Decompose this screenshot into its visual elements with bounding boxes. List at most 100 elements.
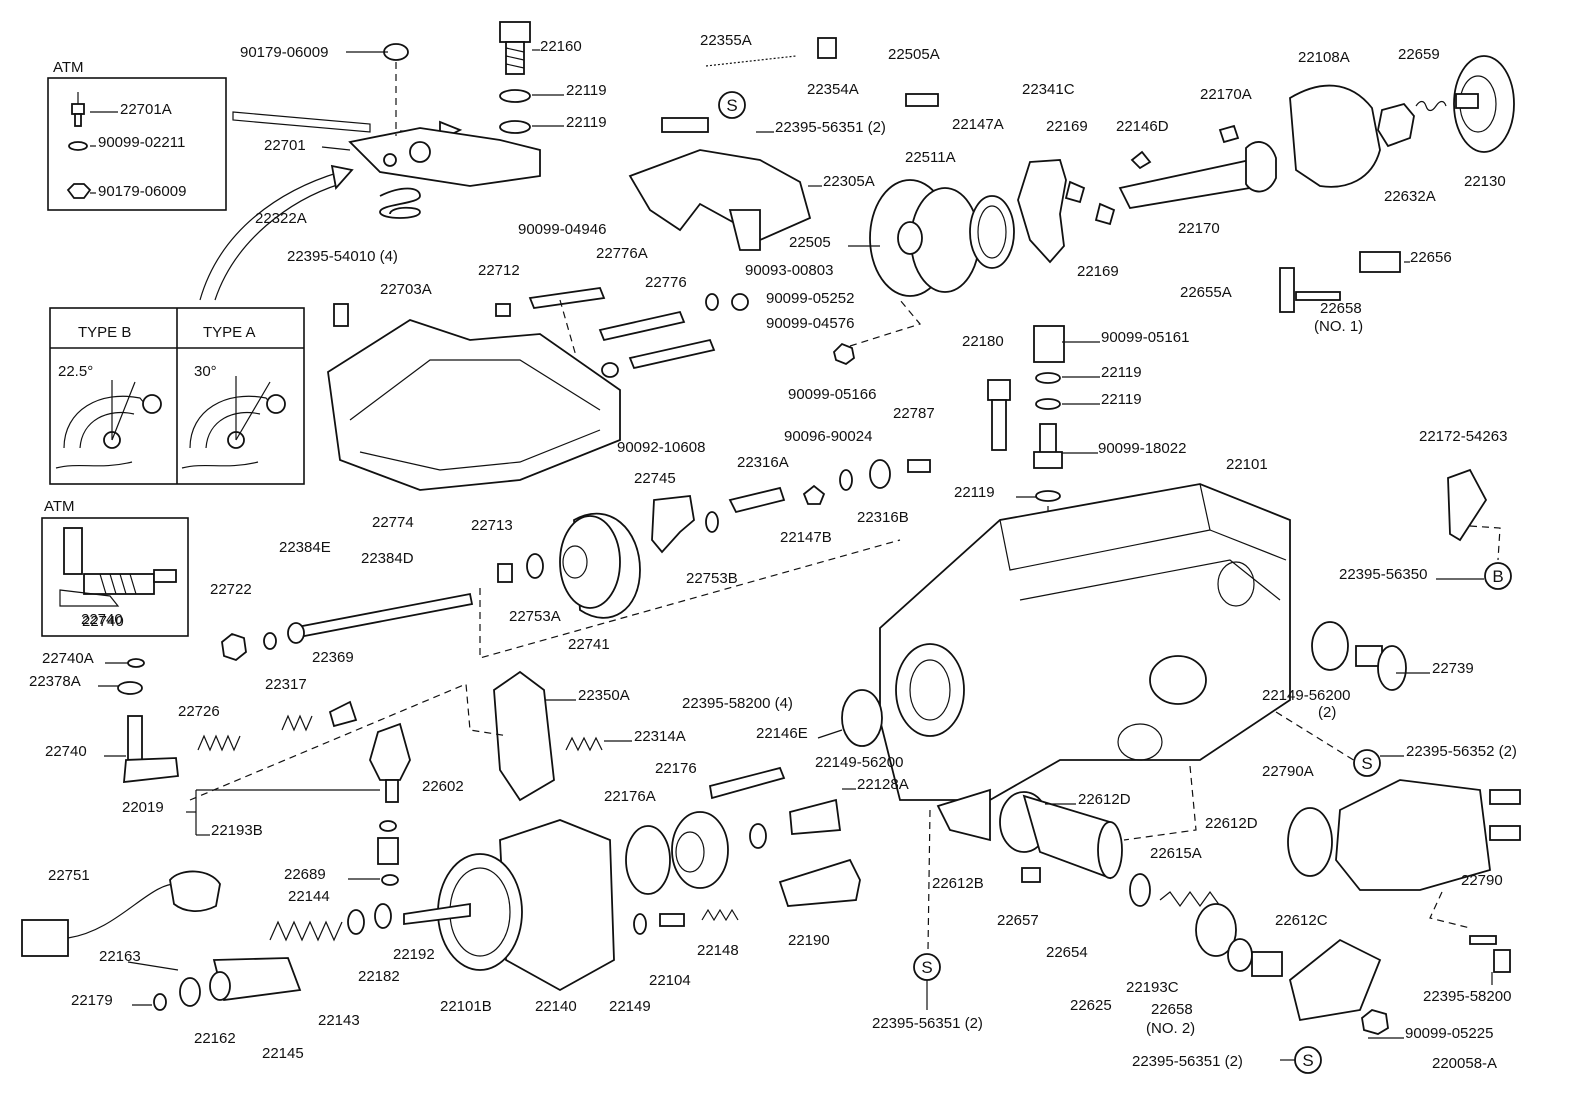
part-label-p26: 90099-04946: [518, 221, 606, 238]
part-label-p115: 22143: [318, 1012, 360, 1029]
part-label-p78: 22146E: [756, 725, 808, 742]
part-label-p62: 22395-56350: [1339, 566, 1427, 583]
connector-22751-icon: [21, 919, 69, 957]
part-label-p70: 22378A: [29, 673, 81, 690]
reference-marker-b-icon: B: [1484, 562, 1512, 590]
reference-marker-letter: S: [1361, 754, 1372, 773]
part-label-p60: 22384D: [361, 550, 414, 567]
sensor-22701a-icon: [71, 92, 118, 127]
part-label-p72: 22149-56200: [1262, 687, 1350, 704]
part-label-p73: (2): [1318, 704, 1336, 721]
part-label-p32: 90093-00803: [745, 262, 833, 279]
part-label-p116: 22395-56351 (2): [872, 1015, 983, 1032]
part-label-p30: 22656: [1410, 249, 1452, 266]
reference-marker-letter: S: [1302, 1051, 1313, 1070]
part-label-p21: 22305A: [823, 173, 875, 190]
part-label-p64: 22753A: [509, 608, 561, 625]
part-label-p11: 22119: [566, 114, 607, 131]
part-label-p74: 22350A: [578, 687, 630, 704]
atm-inset-top-title: ATM: [53, 59, 84, 76]
pump-parts-drawing: [21, 21, 1521, 1035]
part-label-p5: 22108A: [1298, 49, 1350, 66]
washer-icon: [68, 141, 96, 151]
part-label-p118: 22162: [194, 1030, 236, 1047]
atm-inset-left: ATM 22740: [41, 498, 189, 637]
head-22140-icon: [499, 819, 615, 992]
part-label-p81: 22176: [655, 760, 697, 777]
part-label-p17: 22169: [1046, 118, 1088, 135]
part-label-p102: 22190: [788, 932, 830, 949]
part-label-p66: 22741: [568, 636, 610, 653]
part-label-p2: 22160: [540, 38, 582, 55]
part-label-p57: 22713: [471, 517, 513, 534]
part-label-p1: 90179-06009: [240, 44, 328, 61]
part-label-p119: 22145: [262, 1045, 304, 1062]
part-label-p4: 22505A: [888, 46, 940, 63]
part-label-p100: 22148: [697, 942, 739, 959]
part-label-p56: 22774: [372, 514, 414, 531]
part-label-p77: 22314A: [634, 728, 686, 745]
part-label-p45: 90099-05166: [788, 386, 876, 403]
part-label-p94: 22612B: [932, 875, 984, 892]
part-label-p98: 22657: [997, 912, 1039, 929]
part-label-p44: 22119: [1101, 391, 1142, 408]
part-label-p59: 22384E: [279, 539, 331, 556]
lever-22701-icon: [348, 127, 541, 187]
cover-22774-icon: [327, 319, 621, 491]
part-label-p103: 22654: [1046, 944, 1088, 961]
reference-marker-s-icon: S: [1353, 749, 1381, 777]
part-label-p9: 90179-06009: [98, 183, 186, 200]
part-label-p83: 22790A: [1262, 763, 1314, 780]
reference-marker-letter: S: [921, 958, 932, 977]
housing-22101-icon: [879, 483, 1291, 801]
reference-marker-s-icon: S: [1294, 1046, 1322, 1074]
part-label-p31: 22712: [478, 262, 520, 279]
part-label-p96: 22144: [288, 888, 330, 905]
part-label-p65: 22740: [81, 611, 123, 628]
flyweight-22741-icon: [559, 515, 621, 609]
part-label-p93: 22689: [284, 866, 326, 883]
part-label-p55: 22316B: [857, 509, 909, 526]
sleeve-22654-icon: [1022, 794, 1111, 880]
part-label-p121: 220058-A: [1432, 1055, 1497, 1072]
part-label-p14: 22170A: [1200, 86, 1252, 103]
part-label-p88: 22019: [122, 799, 164, 816]
part-label-p34: 22703A: [380, 281, 432, 298]
part-label-p92: 22751: [48, 867, 90, 884]
nut-icon: [66, 183, 96, 199]
atm-inset-left-title: ATM: [44, 498, 75, 515]
part-label-p42: 90099-05161: [1101, 329, 1189, 346]
part-label-p108: 22101B: [440, 998, 492, 1015]
part-label-p20: 22511A: [905, 149, 956, 166]
atm-inset-left-part: 22740: [82, 613, 124, 630]
part-label-p107: 22179: [71, 992, 113, 1009]
gear-22341c-icon: [1017, 159, 1067, 264]
part-label-p27: 22395-54010 (4): [287, 248, 398, 265]
part-label-p53: 22745: [634, 470, 676, 487]
part-label-p29: 22505: [789, 234, 831, 251]
part-label-p54: 22119: [954, 484, 995, 501]
part-label-p46: 22787: [893, 405, 935, 422]
part-label-p113: 22395-58200: [1423, 988, 1511, 1005]
part-label-p38: 22658: [1320, 300, 1362, 317]
part-label-p82: 22149-56200: [815, 754, 903, 771]
part-label-p58: 22147B: [780, 529, 832, 546]
atm-actuator-icon: [59, 527, 177, 607]
part-label-p97: 22612C: [1275, 912, 1328, 929]
part-label-p85: 22602: [422, 778, 464, 795]
part-label-p23: 22632A: [1384, 188, 1436, 205]
part-label-p22: 22130: [1464, 173, 1506, 190]
part-label-p99: 22192: [393, 946, 435, 963]
part-label-p48: 90092-10608: [617, 439, 705, 456]
part-label-p105: 22104: [649, 972, 691, 989]
part-label-p84: 22128A: [857, 776, 909, 793]
inset-arrow-icon: [199, 111, 463, 301]
bracket-22305a-icon: [628, 149, 812, 242]
part-label-p68: 22369: [312, 649, 354, 666]
part-label-p10: 22119: [566, 82, 607, 99]
part-label-p41: 22180: [962, 333, 1004, 350]
part-label-p71: 22317: [265, 676, 307, 693]
